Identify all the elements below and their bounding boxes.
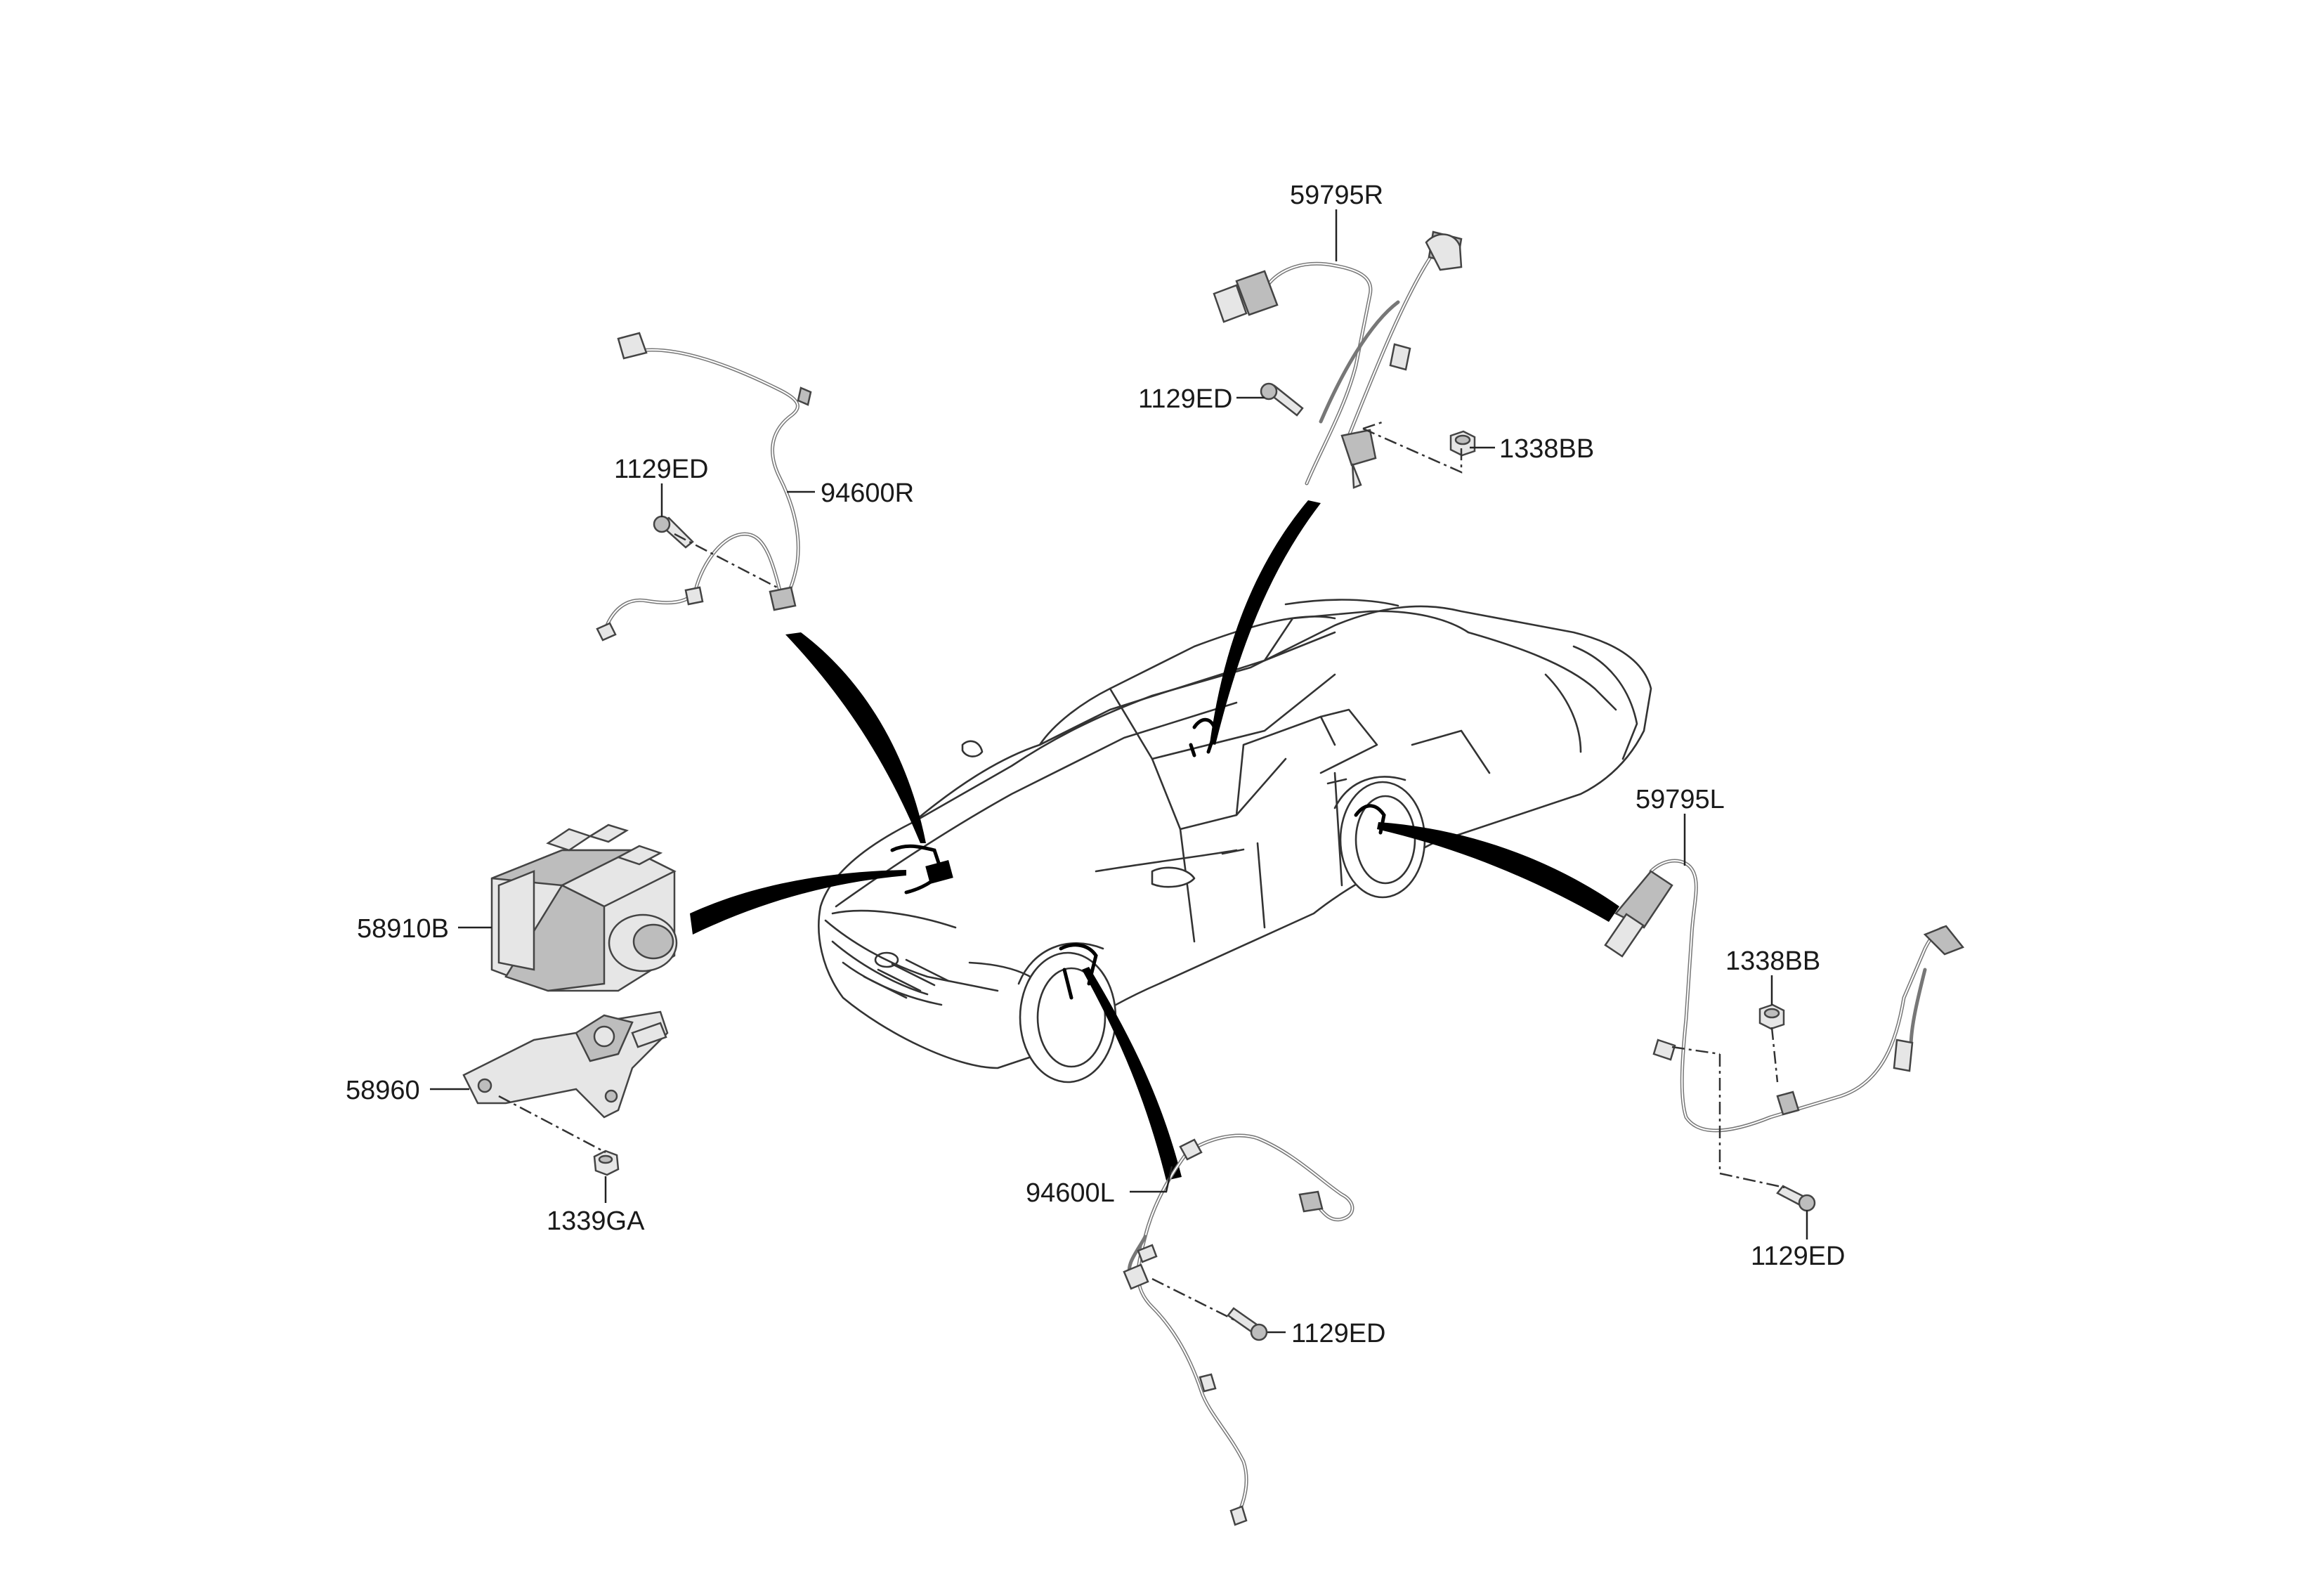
harness-59795L — [1604, 859, 1965, 1133]
nut-1338BB-top — [1449, 430, 1476, 457]
sensor-94600L — [1123, 1133, 1354, 1526]
harness-59795R — [1213, 230, 1463, 489]
car-outline — [818, 599, 1652, 1083]
pointer-wedges — [690, 500, 1619, 1180]
car-highlight-harness — [890, 717, 1386, 1000]
label-1129ED-left: 1129ED — [614, 455, 709, 484]
label-58910B: 58910B — [357, 914, 449, 944]
sensor-94600R — [596, 332, 812, 642]
label-59795L: 59795L — [1636, 785, 1725, 814]
label-94600L: 94600L — [1026, 1178, 1115, 1208]
label-1338BB-right: 1338BB — [1725, 946, 1820, 976]
leader-lines — [430, 209, 1808, 1334]
bracket-58960 — [462, 1010, 669, 1119]
label-58960: 58960 — [346, 1076, 420, 1105]
label-59795R: 59795R — [1290, 181, 1383, 210]
bolt-1129ED-left — [653, 515, 694, 549]
bolt-1129ED-bottom — [1227, 1307, 1268, 1341]
label-1129ED-right: 1129ED — [1751, 1242, 1846, 1271]
abs-module-58910B — [490, 824, 678, 992]
label-1129ED-bottom: 1129ED — [1291, 1319, 1386, 1348]
bolt-1129ED-right — [1776, 1185, 1816, 1212]
callout-labels: 59795R 1129ED 1338BB 1129ED 94600R 58910… — [346, 181, 1846, 1348]
bolt-1129ED-top — [1260, 382, 1304, 417]
label-94600R: 94600R — [821, 479, 914, 508]
label-1129ED-top: 1129ED — [1138, 384, 1233, 414]
nut-1338BB-right — [1758, 1003, 1785, 1030]
label-1338BB-top: 1338BB — [1499, 434, 1594, 464]
nut-1339GA — [593, 1150, 620, 1176]
label-1339GA: 1339GA — [547, 1206, 645, 1236]
